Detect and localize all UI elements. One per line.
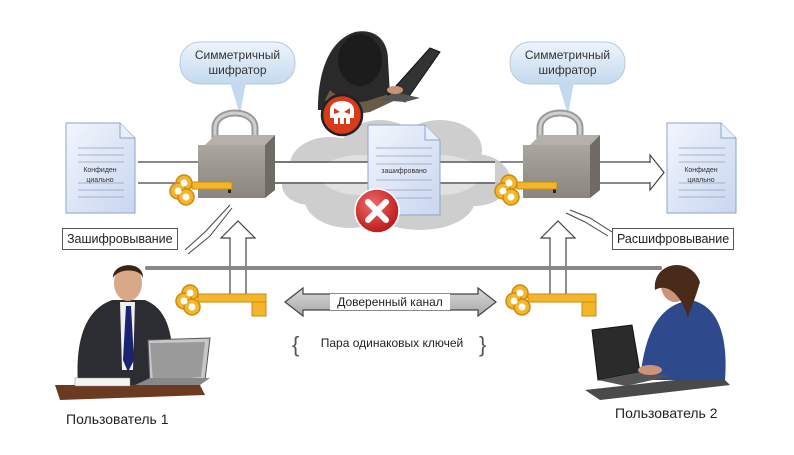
doc-right-line2: циально	[687, 177, 715, 184]
skull-icon	[320, 93, 364, 137]
decrypt-label: Расшифровывание	[612, 228, 735, 250]
doc-middle-text: зашифровано	[372, 167, 436, 177]
hacker-figure	[318, 31, 441, 114]
brace-right: }	[479, 332, 486, 357]
woman-figure	[585, 264, 730, 400]
bubble-left	[179, 41, 296, 115]
document-icon-left	[65, 122, 136, 214]
user2-label: Пользователь 2	[615, 405, 718, 421]
key-arrow-right	[539, 220, 577, 301]
key-icon-lock-right	[494, 174, 558, 206]
bubble-left-line2: шифратор	[208, 63, 267, 77]
doc-left-line1: Конфиден	[83, 167, 117, 174]
bubble-right-line2: шифратор	[538, 63, 597, 77]
bubble-left-line1: Симметричный	[194, 48, 281, 62]
bubble-right	[509, 41, 626, 115]
encrypt-label: Зашифровывание	[62, 228, 178, 250]
bubble-right-text: Симметричный шифратор	[510, 48, 625, 78]
bubble-right-line1: Симметричный	[524, 48, 611, 62]
key-pair-label: Пара одинаковых ключей	[320, 336, 464, 350]
doc-middle-line1: зашифровано	[381, 168, 427, 175]
key-icon-lock-left	[169, 174, 233, 206]
doc-right-text: Конфиден циально	[671, 166, 731, 186]
user1-label: Пользователь 1	[66, 411, 169, 427]
doc-right-line1: Конфиден	[684, 167, 718, 174]
trusted-channel-label: Доверенный канал	[337, 295, 443, 309]
key-icon-bottom-left	[175, 284, 267, 317]
trusted-channel-arrow	[284, 286, 497, 318]
key-arrow-left	[219, 220, 257, 301]
businessman-figure	[55, 265, 211, 400]
document-icon-right	[666, 122, 737, 214]
bubble-left-text: Симметричный шифратор	[180, 48, 295, 78]
doc-left-line2: циально	[86, 177, 114, 184]
key-icon-bottom-right	[505, 284, 597, 317]
doc-left-text: Конфиден циально	[70, 166, 130, 186]
error-x-icon	[354, 188, 400, 234]
brace-left: {	[292, 332, 299, 357]
